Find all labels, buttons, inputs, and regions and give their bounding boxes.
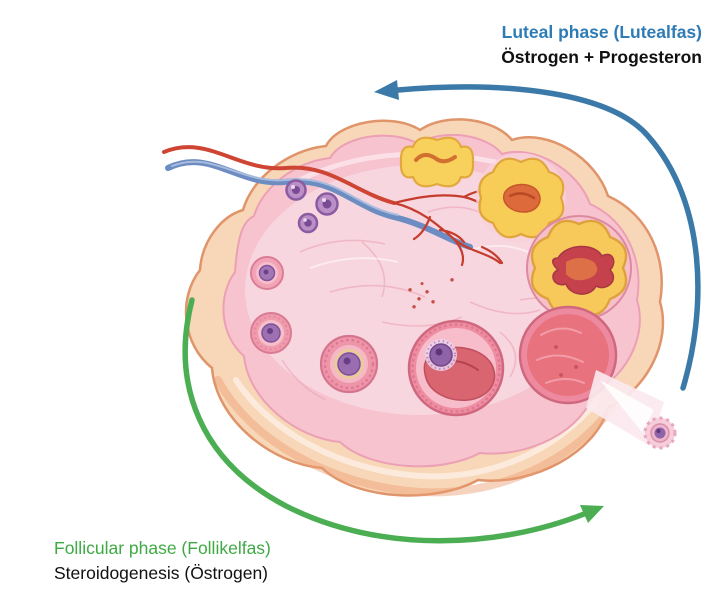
graafian-follicle	[407, 319, 505, 417]
primary-follicle-small	[250, 256, 284, 290]
follicular-hormones-label: Steroidogenesis (Östrogen)	[54, 563, 268, 584]
corpus-luteum-mature	[526, 215, 632, 321]
corona-radiata	[643, 416, 677, 450]
luteal-arrow-group	[374, 80, 701, 391]
corpus-luteum	[476, 153, 566, 243]
oocyte	[429, 343, 453, 367]
capillary-speckles	[408, 278, 454, 309]
released-oocyte	[643, 416, 677, 450]
primordial-follicles	[285, 179, 339, 234]
follicular-phase-label: Follicular phase (Follikelfas)	[54, 538, 271, 558]
follicular-phase-labels: Follicular phase (Follikelfas) Steroidog…	[54, 536, 271, 587]
primary-follicle-large	[250, 312, 292, 354]
corpus-luteum-early	[399, 136, 475, 188]
luteal-arrowhead-icon	[374, 80, 399, 100]
artery-red	[162, 145, 396, 205]
luteal-hormones-label: Östrogen + Progesteron	[501, 47, 702, 68]
vein-highlight	[171, 160, 399, 216]
blood-vessels	[162, 145, 508, 309]
vein-blue	[165, 159, 473, 250]
shell-bottom-shading	[214, 376, 616, 497]
follicular-arrow-group	[182, 297, 604, 544]
luteal-phase-labels: Luteal phase (Lutealfas) Östrogen + Prog…	[501, 20, 702, 71]
ovulating-follicle	[518, 305, 664, 446]
luteal-arrow	[395, 84, 701, 391]
luteal-phase-label: Luteal phase (Lutealfas)	[501, 22, 702, 42]
secondary-follicle	[319, 334, 379, 394]
follicular-arrowhead-icon	[580, 505, 604, 523]
shell-bottom-highlight	[233, 377, 599, 480]
follicular-arrow	[182, 297, 587, 544]
